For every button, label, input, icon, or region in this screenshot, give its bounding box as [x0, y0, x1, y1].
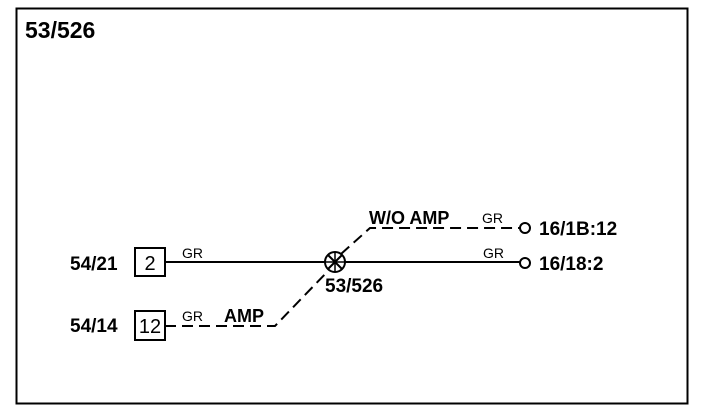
terminal-label-16-1b-12: 16/1B:12 — [539, 219, 617, 240]
wire-color-label-16-1b-12: GR — [482, 210, 503, 226]
connector-label-54-14: 54/14 — [70, 316, 118, 337]
splice-symbol — [324, 251, 346, 273]
diagram-frame — [15, 7, 689, 405]
wire-54-14-amp-dashed — [165, 269, 330, 327]
condition-label-amp: AMP — [224, 306, 264, 326]
terminal-label-16-18-2: 16/18:2 — [539, 254, 603, 275]
condition-label-w-o-amp: W/O AMP — [369, 208, 449, 228]
connector-label-54-21: 54/21 — [70, 254, 118, 275]
wire-w-o-amp-dashed — [340, 227, 520, 255]
connector-pin-box-12 — [134, 310, 166, 341]
connector-pin-box-2 — [134, 247, 166, 277]
wire-color-label-16-18-2: GR — [483, 245, 504, 261]
splice-label: 53/526 — [325, 276, 383, 297]
connector-pin-12: 12 — [139, 316, 161, 338]
terminal-circle-16-18-2 — [519, 257, 531, 269]
terminal-circle-16-1b-12 — [519, 222, 531, 234]
wire-color-label-54-14: GR — [182, 308, 203, 324]
connector-pin-2: 2 — [144, 253, 155, 275]
diagram-title: 53/526 — [25, 17, 95, 43]
wire-color-label-54-21: GR — [182, 245, 203, 261]
